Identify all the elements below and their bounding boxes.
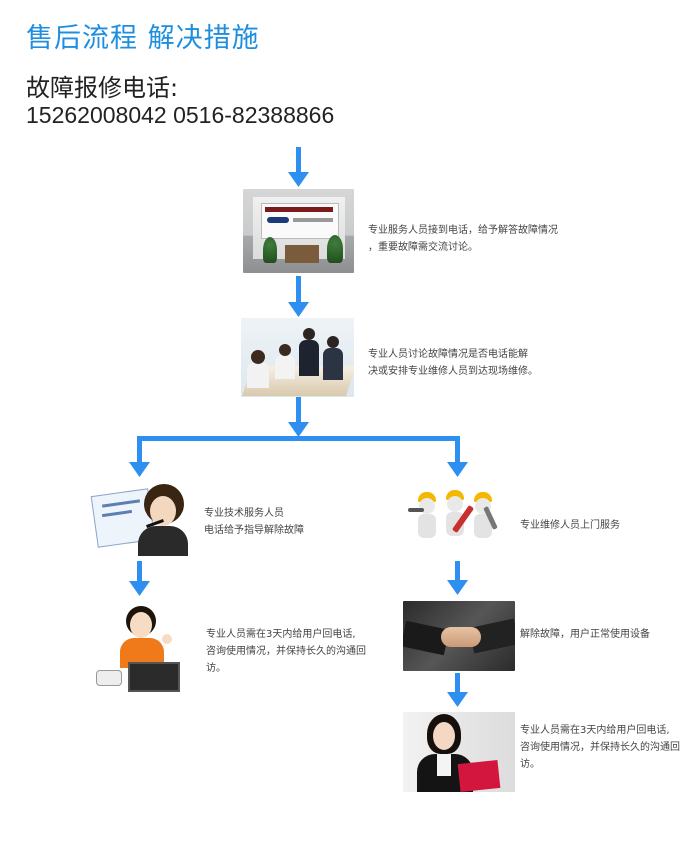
arrow-down-icon (137, 436, 142, 466)
tech-support-image (88, 482, 194, 559)
arrow-down-icon (129, 581, 150, 596)
arrow-down-icon (447, 462, 468, 477)
arrow-down-icon (455, 561, 460, 583)
phone-followup-image (403, 712, 515, 792)
arrow-down-icon (129, 462, 150, 477)
step-receive-call-text: 专业服务人员接到电话，给予解答故障情况 ，重要故障需交流讨论。 (368, 225, 558, 253)
repair-workers-image (400, 486, 510, 558)
branch-arrows-icon (137, 436, 460, 441)
page-title: 售后流程 解决措施 (26, 23, 260, 54)
arrow-down-icon (296, 147, 301, 175)
arrow-down-icon (455, 673, 460, 695)
arrow-down-icon (447, 692, 468, 707)
step-phone-guide-text: 专业技术服务人员 电话给予指导解除故障 (204, 508, 304, 536)
team-meeting-image (241, 318, 354, 397)
arrow-down-icon (288, 422, 309, 437)
step-discuss-text: 专业人员讨论故障情况是否电话能解 决或安排专业维修人员到达现场维修。 (368, 349, 538, 377)
step-followup-left-text: 专业人员需在3天内给用户回电话, 咨询使用情况，并保持长久的沟通回 访。 (206, 629, 366, 674)
arrow-down-icon (447, 580, 468, 595)
step-onsite-service-text: 专业维修人员上门服务 (520, 520, 620, 531)
customer-callback-image (90, 600, 188, 696)
arrow-down-icon (288, 302, 309, 317)
step-followup-right-text: 专业人员需在3天内给用户回电话, 咨询使用情况，并保持长久的沟通回 访。 (520, 725, 680, 770)
arrow-down-icon (455, 436, 460, 466)
arrow-down-icon (137, 561, 142, 585)
arrow-down-icon (288, 172, 309, 187)
arrow-down-icon (296, 276, 301, 306)
handshake-image (403, 601, 515, 671)
hotline-numbers: 15262008042 0516-82388866 (26, 102, 335, 128)
step-resolved-text: 解除故障，用户正常使用设备 (520, 629, 650, 640)
arrow-down-icon (296, 397, 301, 426)
office-lobby-image (243, 189, 354, 273)
hotline-label: 故障报修电话: (26, 74, 179, 102)
